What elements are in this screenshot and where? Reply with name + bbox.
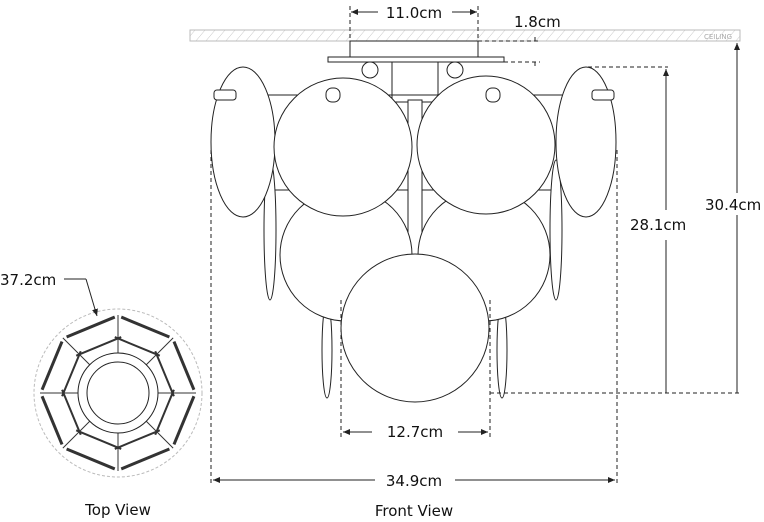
blade [40,395,64,445]
dim-canopy-width: 11.0cm [349,4,479,41]
dim-label: 30.4cm [705,196,761,214]
canopy-inner [86,361,150,425]
disc-upper-left [273,77,413,217]
dim-canopy-depth: 1.8cm [478,13,561,66]
dim-label: 12.7cm [387,423,443,441]
dim-label: 37.2cm [0,271,56,289]
blade [172,341,196,391]
blade [154,350,175,397]
disc-upper-right [416,75,556,215]
knob [361,61,379,79]
front-view-fixture [210,40,617,403]
dim-bottom-width: 12.7cm [340,300,491,441]
blade [75,336,122,357]
blade [75,429,122,450]
dim-label: 34.9cm [386,472,442,490]
top-view-label: Top View [84,501,151,519]
clip [591,89,615,101]
spoke [62,420,91,449]
spoke [145,337,174,366]
blade [114,336,161,357]
blade [120,447,170,471]
spoke [62,337,91,366]
blade [40,341,64,391]
disc-bottom [340,253,490,403]
dim-overall-height: 30.4cm [490,43,764,394]
stem [391,61,439,103]
blade [172,395,196,445]
blade [154,389,175,436]
dim-label: 1.8cm [514,13,561,31]
spoke [145,420,174,449]
canopy [349,40,479,58]
side-disc [549,159,563,301]
top-view-fixture: 37.2cm [0,271,203,478]
blade [61,350,82,397]
clip [213,89,237,101]
canopy-plate [327,56,505,63]
dim-label: 11.0cm [386,4,442,22]
outer-disc-right [555,66,617,218]
clip [485,87,501,103]
blade [120,315,170,339]
knob [446,61,464,79]
dim-body-height: 28.1cm [588,66,686,393]
clip [325,87,341,103]
blade [66,447,116,471]
ceiling-label: CEILING [704,33,732,41]
blade [61,389,82,436]
blade [114,429,161,450]
ceiling: CEILING [189,29,741,42]
dim-overall-width: 34.9cm [210,150,618,490]
front-view-label: Front View [375,502,453,520]
blade [66,315,116,339]
dim-label: 28.1cm [630,216,686,234]
